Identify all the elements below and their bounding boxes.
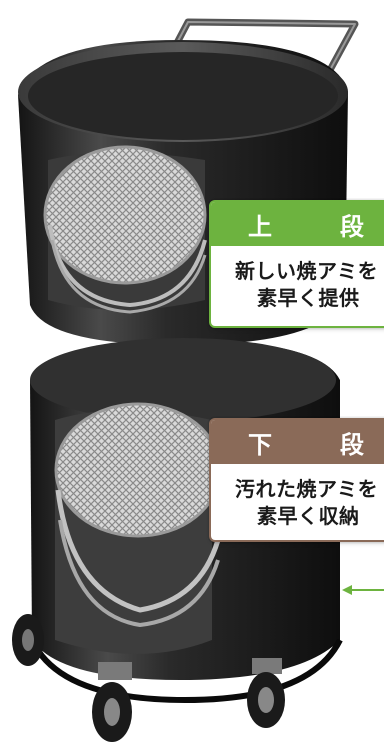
arrow-icon (342, 585, 384, 595)
lower-tier-callout: 下 段 汚れた焼アミを 素早く収納 (209, 418, 384, 542)
upper-tier-title: 上 段 (211, 202, 384, 246)
upper-tier-line2: 素早く提供 (257, 286, 360, 310)
caster-front-right (247, 658, 285, 728)
lower-tier-title: 下 段 (211, 420, 384, 464)
lower-grill-nets (54, 402, 222, 628)
upper-tier-callout: 上 段 新しい焼アミを 素早く提供 (209, 200, 384, 328)
lower-tier-line1: 汚れた焼アミを (235, 477, 379, 501)
upper-grill-nets (43, 145, 207, 314)
upper-tier-description: 新しい焼アミを 素早く提供 (211, 246, 384, 312)
upper-tier-line1: 新しい焼アミを (235, 259, 379, 283)
caster-front-left (92, 662, 132, 742)
upper-tier (18, 40, 348, 345)
lower-tier-description: 汚れた焼アミを 素早く収納 (211, 464, 384, 530)
caster-wheels (12, 614, 285, 742)
caster-rear-left (12, 614, 44, 666)
lower-tier-line2: 素早く収納 (257, 504, 360, 528)
